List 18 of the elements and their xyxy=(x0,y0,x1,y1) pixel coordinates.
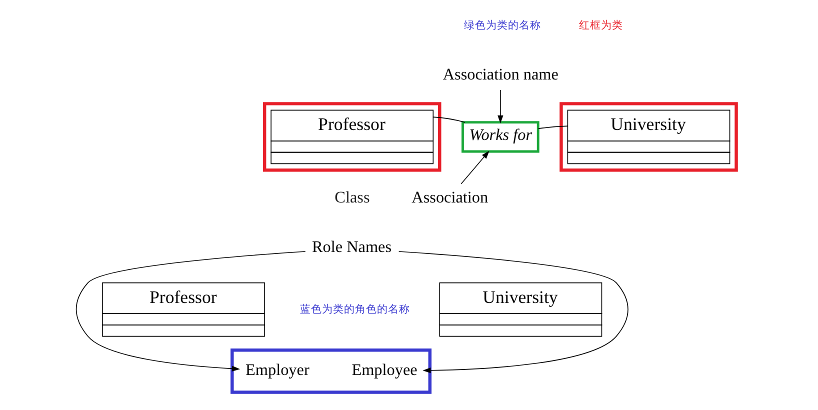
connector xyxy=(537,126,568,129)
node-text: Employee xyxy=(351,361,417,380)
arrow xyxy=(460,150,489,184)
label: 蓝色为类的角色的名称 xyxy=(300,303,410,316)
node-text: Association xyxy=(411,188,488,207)
arrow xyxy=(398,251,628,374)
label: Class xyxy=(334,188,370,207)
label: 红框为类 xyxy=(578,20,623,32)
label: 绿色为类的名称 xyxy=(463,20,540,32)
cluster xyxy=(559,102,738,172)
node-box: Works for xyxy=(461,121,539,153)
node-text: Association name xyxy=(442,65,558,84)
cluster xyxy=(262,102,441,172)
arrow xyxy=(497,90,503,124)
arrow xyxy=(75,251,306,372)
node-text: Employer xyxy=(245,361,309,380)
connector xyxy=(432,116,465,123)
node-text: Role Names xyxy=(311,238,392,256)
